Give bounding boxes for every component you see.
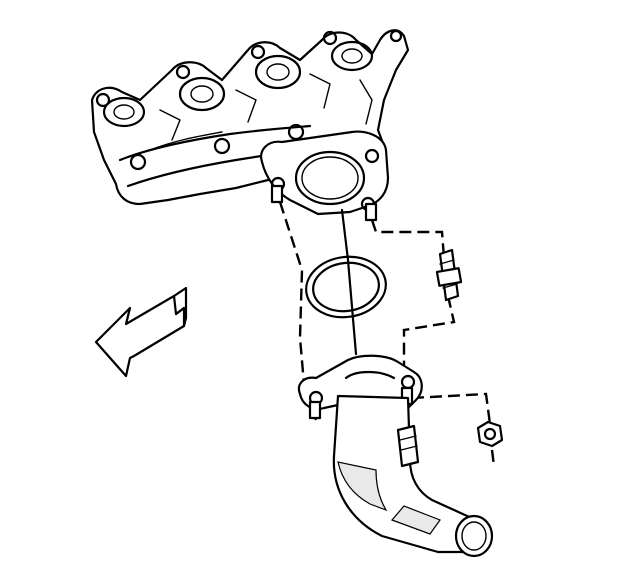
flange-gasket [305, 255, 387, 319]
arrow-left-icon [94, 286, 188, 378]
spring-bolt [435, 248, 463, 302]
exhaust-manifold [90, 29, 410, 216]
manifold-flange-studs [270, 184, 378, 222]
exhaust-pipe [297, 354, 494, 558]
nut [476, 420, 504, 448]
